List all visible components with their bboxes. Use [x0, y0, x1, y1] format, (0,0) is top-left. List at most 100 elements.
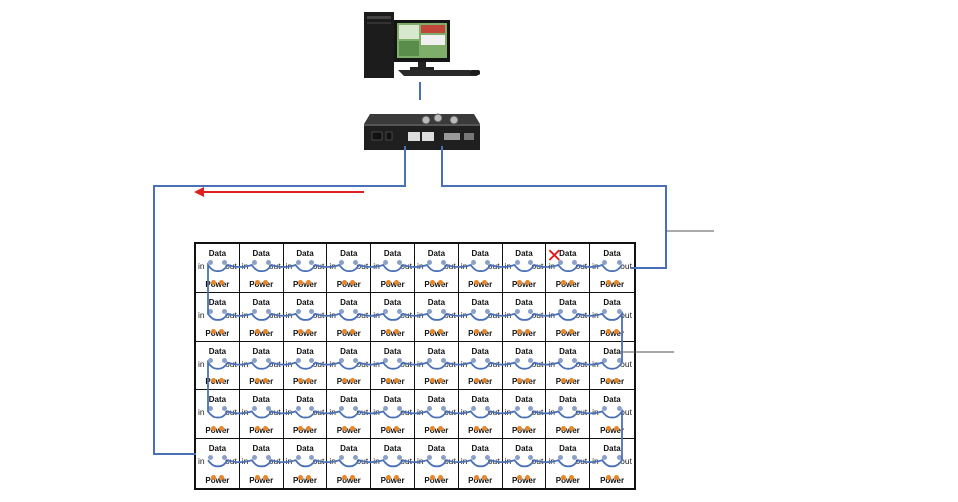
data-in-port [514, 455, 520, 461]
module-out-label: out [620, 309, 632, 320]
module-data-label: Data [471, 346, 489, 356]
module-data-label: Data [603, 249, 621, 258]
power-dot [254, 377, 260, 383]
power-terminals [590, 272, 634, 285]
module-in-label: in [548, 456, 555, 467]
data-out-port [616, 260, 622, 265]
power-terminals [371, 321, 414, 334]
data-in-port [295, 455, 301, 461]
module-data-label: Data [252, 297, 270, 307]
data-in-port [383, 455, 389, 461]
power-terminals [371, 467, 414, 481]
data-in-port [251, 260, 257, 265]
power-terminals [459, 321, 502, 334]
module-out-label: out [575, 407, 588, 418]
module-in-label: in [504, 456, 512, 467]
power-dot [613, 280, 619, 285]
module-in-label: in [373, 456, 380, 467]
data-in-port [383, 260, 389, 265]
module-out-label: out [620, 407, 632, 418]
data-out-port [353, 357, 359, 363]
module-in-label: in [416, 456, 424, 467]
power-dot [481, 475, 487, 481]
module-in-label: in [548, 358, 555, 369]
module-out-label: out [312, 358, 325, 369]
module-data-label: Data [471, 297, 489, 307]
data-in-port [514, 357, 520, 363]
power-dot [262, 377, 268, 383]
power-dot [218, 328, 224, 334]
power-dot [254, 475, 260, 481]
data-in-port [514, 406, 520, 412]
power-dot [218, 475, 224, 481]
module-data-label: Data [427, 346, 446, 356]
data-out-port [221, 357, 227, 363]
module-in-label: in [592, 456, 599, 467]
power-terminals [240, 467, 283, 481]
data-in-port [602, 308, 608, 314]
power-terminals [327, 370, 370, 383]
data-out-port [396, 357, 402, 363]
power-dot [262, 280, 268, 285]
power-dot [306, 475, 312, 481]
module-data-label: Data [427, 444, 446, 454]
power-terminals [503, 272, 546, 285]
data-in-port [602, 406, 608, 412]
power-terminals [240, 370, 283, 383]
module-in-label: in [504, 358, 512, 369]
power-dot [429, 377, 435, 383]
module-in-label: in [241, 358, 249, 369]
power-terminals [415, 272, 458, 285]
data-out-port [484, 455, 490, 461]
module-in-label: in [460, 261, 468, 271]
power-dot [210, 377, 216, 383]
module-data-label: Data [427, 249, 446, 258]
power-terminals [240, 321, 283, 334]
power-dot [561, 377, 567, 383]
module-out-label: out [312, 407, 325, 418]
module-data-label: Data [383, 297, 402, 307]
module-data-label: Data [208, 395, 227, 405]
power-dot [210, 280, 216, 285]
module-power-label: Power [292, 475, 317, 485]
module-in-label: in [460, 456, 468, 467]
module-data-label: Data [340, 297, 358, 307]
module-in-label: in [373, 358, 380, 369]
power-dot [613, 475, 619, 481]
power-terminals [240, 272, 283, 285]
module-data-label: Data [559, 395, 577, 405]
power-dot [437, 328, 443, 334]
module-in-label: in [416, 261, 424, 271]
module-data-label: Data [296, 346, 314, 356]
computer-icon [364, 12, 480, 78]
data-out-port [265, 260, 271, 265]
module-data-label: Data [471, 395, 489, 405]
data-out-port [484, 260, 490, 265]
power-dot [473, 475, 479, 481]
module-in-label: in [329, 456, 337, 467]
module-data-label: Data [340, 444, 358, 454]
data-in-port [251, 308, 257, 314]
module-in-label: in [504, 261, 512, 271]
module-data-label: Data [340, 346, 358, 356]
module-power-label: Power [511, 475, 536, 485]
module-data-label: Data [515, 395, 533, 405]
power-terminals [415, 467, 458, 481]
data-in-port [251, 455, 257, 461]
module-data-label: Data [383, 395, 402, 405]
module-in-label: in [373, 261, 380, 271]
module-out-label: out [531, 358, 544, 369]
